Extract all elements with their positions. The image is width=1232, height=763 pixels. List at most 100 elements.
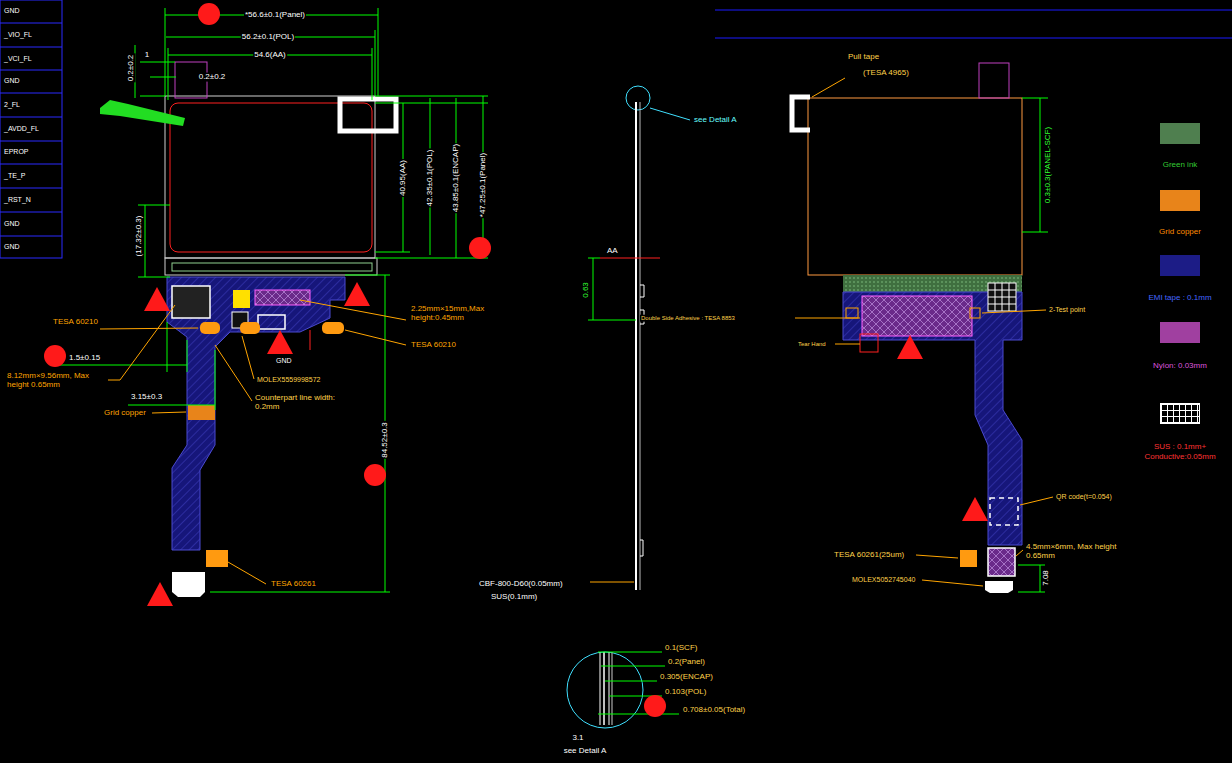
part-note: QR code(t=0.054)	[1055, 493, 1113, 501]
side-view-part	[588, 320, 636, 321]
leader-lines	[100, 300, 406, 584]
flex-circuit-front-part	[322, 322, 344, 334]
leader-lines-part	[120, 305, 175, 380]
review-markers-part	[897, 335, 923, 359]
dimension-lines-part	[60, 365, 187, 366]
review-markers-part	[344, 282, 370, 306]
detail-a-part-part	[598, 652, 662, 653]
detail-a-part-part	[601, 666, 665, 667]
tape-tab-part	[100, 100, 185, 126]
dimension: 56.2±0.1(POL)	[241, 33, 295, 42]
dimension-lines-part	[140, 62, 175, 63]
pin-table-part	[0, 117, 62, 118]
dimension-lines-back-part	[1018, 592, 1045, 593]
dimension-lines-part	[138, 277, 170, 278]
review-markers-part	[267, 330, 293, 354]
dimension: 1.5±0.15	[68, 354, 101, 363]
dimension: 54.6(AA)	[253, 51, 287, 60]
flex-circuit-back-part	[862, 296, 972, 336]
part-note: Counterpart line width: 0.2mm	[254, 394, 351, 412]
dimension-lines-back-part	[1040, 565, 1041, 592]
part-name: MOLEX5052745040	[851, 576, 916, 584]
flex-circuit-back-part	[985, 581, 1013, 593]
dimension-lines-part	[215, 350, 216, 410]
part-name: (TESA 4965)	[862, 69, 910, 78]
pin-table-part	[0, 47, 62, 48]
leader-lines-back-part	[982, 310, 1046, 313]
dimension: 0.1(SCF)	[664, 644, 698, 653]
dimension: 0.305(ENCAP)	[659, 673, 714, 682]
leader-lines-back-part	[835, 344, 860, 345]
leader-lines-part	[152, 412, 186, 413]
flex-circuit-back-part-part	[988, 283, 1016, 311]
flex-circuit-front-part	[200, 322, 220, 334]
review-markers-part	[44, 345, 66, 367]
dimension-lines-part	[187, 340, 188, 372]
flex-circuit-back	[843, 275, 1022, 593]
legend-swatch	[1160, 123, 1200, 144]
dimension: 1	[144, 51, 150, 60]
pin-table-part	[0, 212, 62, 213]
detail-a-part	[567, 652, 643, 728]
review-markers-part	[147, 582, 173, 606]
review-markers-part	[469, 237, 491, 259]
dimension-lines-part	[375, 30, 376, 96]
dimension: 0.2±0.2	[198, 73, 227, 82]
side-view	[588, 86, 690, 590]
leader-lines-part	[100, 328, 198, 329]
dimension-lines-back-part	[1040, 98, 1041, 232]
pull-tape-marker-part	[340, 99, 396, 131]
review-markers	[44, 3, 988, 717]
pin-name: GND	[3, 77, 21, 85]
panel-front-view-part	[165, 96, 375, 258]
panel-back-view	[792, 63, 1022, 275]
flex-circuit-back-part	[843, 292, 1022, 545]
panel-back-view-part	[979, 63, 1009, 98]
leader-lines-back-part	[1016, 550, 1023, 556]
pin-table-part	[0, 236, 62, 237]
dimension: *56.6±0.1(Panel)	[244, 11, 306, 20]
dimension-lines-part	[150, 77, 176, 78]
panel-back-view-part	[812, 78, 845, 97]
flex-circuit-front-part	[188, 405, 215, 420]
flex-circuit-front-part	[172, 572, 205, 597]
pull-tape-marker	[340, 99, 396, 131]
flex-circuit-back-part	[988, 283, 1016, 311]
legend-swatch	[1160, 322, 1200, 343]
part-name: TESA 60210	[52, 318, 99, 327]
pin-name: _AVDD_FL	[3, 125, 40, 133]
part-note: Double Side Adhesive : TESA 8853	[640, 315, 736, 322]
dimension: 0.103(POL)	[664, 688, 707, 697]
leader-lines-part	[345, 330, 406, 345]
part-note: 2-Test point	[1048, 306, 1086, 314]
dimension-lines-back-part	[1018, 565, 1045, 566]
dimension-lines-part	[372, 48, 373, 100]
dimension-lines-part	[378, 8, 379, 96]
flex-circuit-back-part-part	[988, 283, 1016, 311]
part-name: MOLEX5559998572	[256, 376, 321, 384]
signal-name: GND	[275, 357, 293, 365]
panel-back-view-part	[808, 98, 1022, 275]
detail-a-part-part	[605, 681, 657, 682]
dimension: 43.85±0.1(ENCAP)	[452, 143, 461, 213]
flex-circuit-front-part	[255, 290, 310, 305]
material-note: CBF-800-D60(0.05mm)	[478, 580, 564, 589]
pin-table	[0, 0, 62, 258]
dimension: 0.3±0.3(PANEL-SCF)	[1044, 126, 1053, 204]
pin-name: _TE_P	[3, 172, 26, 180]
side-view-part	[640, 102, 641, 590]
pin-table-part	[0, 93, 62, 94]
legend-text: Green ink	[1135, 160, 1225, 170]
pin-name: GND	[3, 220, 21, 228]
dimension: *47.25±0.1(Panel)	[479, 152, 488, 218]
side-view-part	[593, 258, 594, 320]
dimension: 0.2(Panel)	[667, 658, 706, 667]
flex-circuit-back-part	[860, 334, 878, 352]
part-note: 8.12mm×9.56mm, Max height 0.65mm	[6, 372, 108, 390]
pin-table-part	[0, 188, 62, 189]
legend-text: Nylon: 0.03mm	[1135, 361, 1225, 371]
dimension-lines-part	[145, 205, 146, 277]
flex-circuit-back-part	[846, 308, 858, 318]
